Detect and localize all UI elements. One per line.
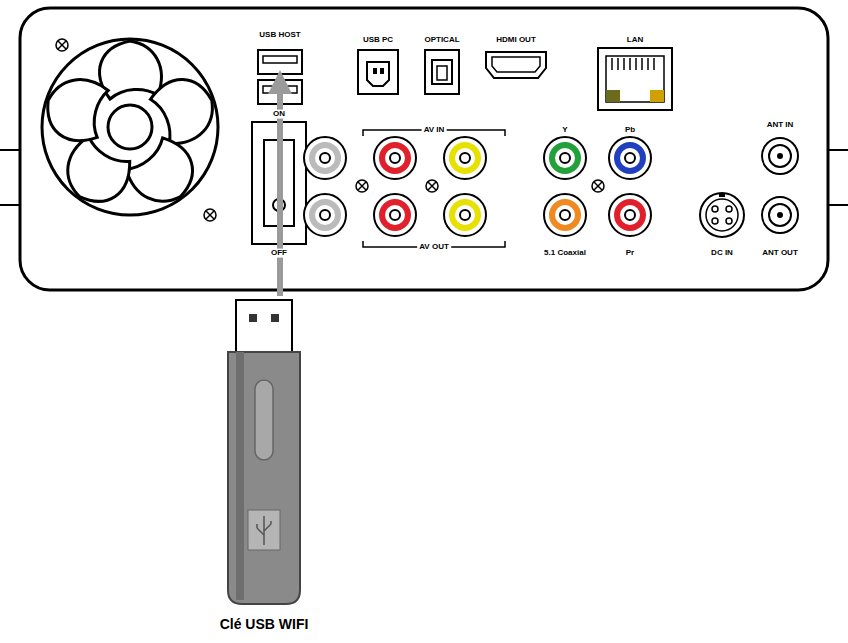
port-label: DC IN xyxy=(709,249,735,258)
group-label: AV IN xyxy=(422,126,447,135)
port-label: OPTICAL xyxy=(422,36,461,45)
port-label: ANT IN xyxy=(765,121,796,130)
node-label: Clé USB WIFI xyxy=(220,616,309,632)
node-label: USB HOST xyxy=(257,30,302,39)
jack-label: Y xyxy=(560,126,569,135)
group-label: AV OUT xyxy=(417,243,451,252)
jack-label: Pr xyxy=(624,249,636,258)
usb-host-port: USB HOST xyxy=(250,30,310,76)
port-label: LAN xyxy=(625,36,645,45)
port-label: USB PC xyxy=(361,36,395,45)
jack-label: Pb xyxy=(623,126,637,135)
port-label: HDMI OUT xyxy=(494,36,538,45)
jack-label: 5.1 Coaxial xyxy=(542,249,588,258)
switch-label: OFF xyxy=(269,249,289,258)
switch-label: ON xyxy=(271,110,287,119)
port-label: ANT OUT xyxy=(760,249,800,258)
usb-wifi-key: Clé USB WIFI xyxy=(204,296,324,638)
